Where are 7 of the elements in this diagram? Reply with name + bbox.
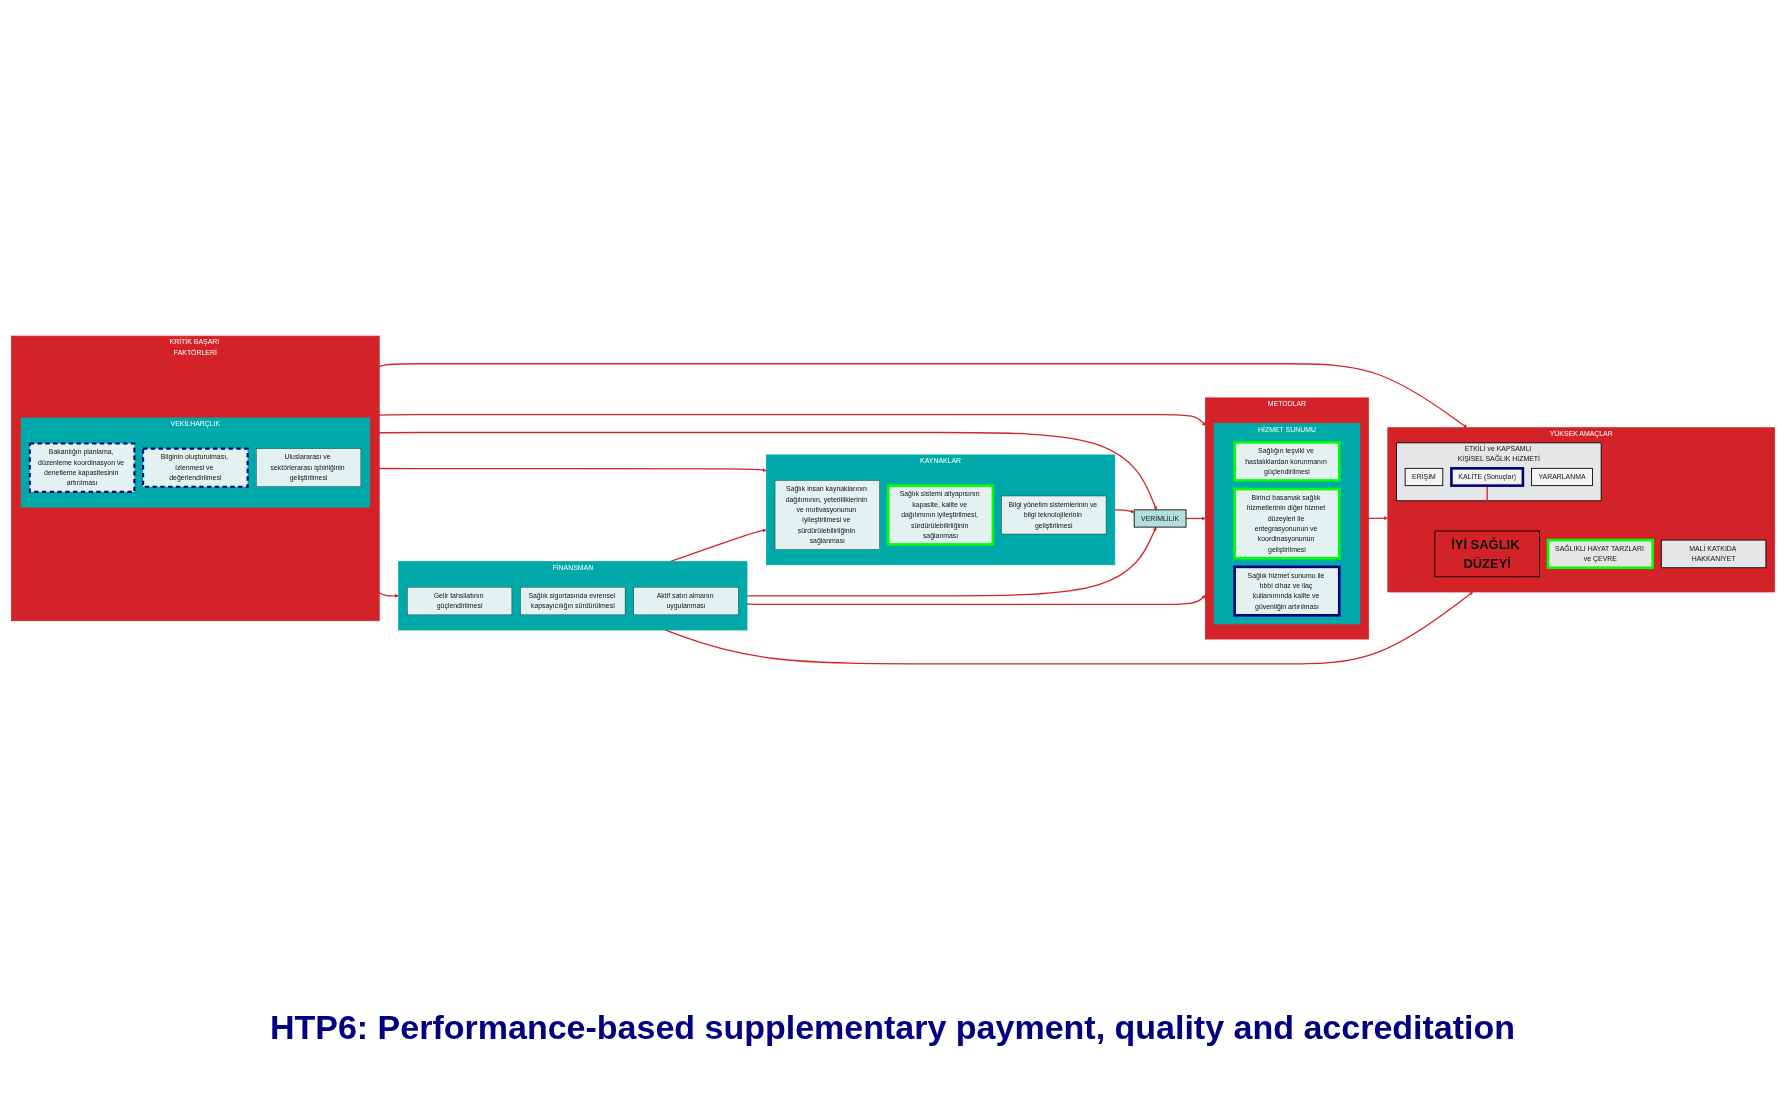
- arrow: [745, 595, 1206, 606]
- arrow: [1113, 509, 1134, 514]
- arrow: [745, 526, 1156, 597]
- node-box: İYİ SAĞLIK DÜZEYİ: [1433, 530, 1540, 578]
- arrow: [1484, 485, 1489, 532]
- caption: HTP6: Performance-based supplementary payment, quality and accreditation: [269, 1008, 1516, 1047]
- arrow: [1184, 516, 1206, 521]
